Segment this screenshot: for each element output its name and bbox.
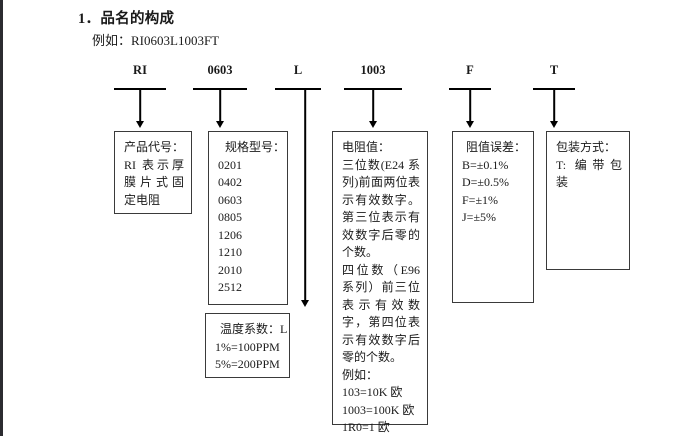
size-model-item-1206: 1206: [218, 227, 242, 242]
connector-arrow-l: [301, 300, 309, 307]
temp-coefficient-heading: 温度系数：L: [220, 322, 288, 336]
product-code-line-2: 膜片式固: [124, 175, 184, 189]
size-model-item-0805: 0805: [218, 210, 242, 224]
code-label-1003: 1003: [360, 63, 386, 77]
tolerance-line-f: F=±1%: [462, 192, 499, 207]
packaging-line-2: 装: [556, 175, 569, 189]
box-packaging: 包装方式： T: 编带包 装: [546, 131, 630, 270]
connector-arrow-t: [550, 121, 558, 128]
box-resistance-value: 电阻值： 三位数(E24 系列)前面两位表示有效数字。第三位表示有效数字后零的个…: [332, 131, 428, 434]
packaging-heading: 包装方式：: [556, 140, 617, 154]
connector-arrow-ri: [136, 121, 144, 128]
product-code-line-3: 定电阻: [124, 192, 161, 207]
tolerance-heading: 阻值误差：: [466, 140, 527, 154]
connector-stem-0603: [219, 88, 221, 124]
page-left-edge: [0, 0, 3, 436]
connector-stem-t: [553, 88, 555, 124]
size-model-item-2512: 2512: [218, 280, 242, 294]
example-part-number: 例如：RI0603L1003FT: [92, 33, 220, 48]
code-label-0603: 0603: [207, 63, 233, 77]
temp-coefficient-line-2: 5%=200PPM: [215, 357, 280, 371]
tolerance-line-b: B=±0.1%: [462, 157, 509, 172]
connector-stem-l: [304, 88, 306, 302]
box-product-code: 产品代号： RI 表示厚 膜片式固 定电阻: [114, 131, 192, 214]
code-label-l: L: [293, 63, 303, 77]
size-model-item-1210: 1210: [218, 245, 242, 259]
box-tolerance: 阻值误差： B=±0.1% D=±0.5% F=±1% J=±5%: [452, 131, 534, 303]
connector-arrow-f: [466, 121, 474, 128]
resistance-example-1: 103=10K 欧: [342, 385, 403, 399]
size-model-heading: 规格型号：: [225, 140, 286, 154]
resistance-heading: 电阻值：: [342, 140, 391, 154]
resistance-example-heading: 例如：: [342, 367, 379, 382]
product-code-heading: 产品代号：: [124, 140, 185, 154]
product-code-line-1: RI 表示厚: [124, 157, 184, 172]
box-temperature-coefficient: 温度系数：L 1%=100PPM 5%=200PPM: [205, 313, 290, 378]
size-model-item-0603: 0603: [218, 192, 242, 207]
resistance-paragraph-2: 四位数（E96 系列）前三位表示有效数字，第四位表示有效数字后零的个数。: [342, 262, 420, 365]
size-model-item-0201: 0201: [218, 157, 242, 172]
connector-stem-f: [469, 88, 471, 124]
code-label-f: F: [466, 63, 474, 77]
connector-arrow-1003: [369, 121, 377, 128]
connector-arrow-0603: [216, 121, 224, 128]
tolerance-line-j: J=±5%: [462, 210, 497, 224]
connector-stem-ri: [139, 88, 141, 124]
box-size-model: 规格型号： 0201 0402 0603 0805 1206 1210 2010…: [208, 131, 288, 305]
resistance-example-3: 1R0=1 欧: [342, 420, 390, 434]
size-model-item-0402: 0402: [218, 175, 242, 189]
temp-coefficient-line-1: 1%=100PPM: [215, 339, 280, 354]
resistance-example-2: 1003=100K 欧: [342, 402, 415, 417]
tolerance-line-d: D=±0.5%: [462, 175, 510, 189]
page-title: 1．品名的构成: [78, 11, 175, 27]
code-label-t: T: [549, 63, 559, 77]
connector-stem-1003: [372, 88, 374, 124]
code-label-ri: RI: [133, 63, 147, 77]
size-model-item-2010: 2010: [218, 262, 242, 277]
packaging-line-1: T: 编带包: [556, 157, 622, 172]
connector-elbow-l: [298, 88, 306, 90]
resistance-paragraph-1: 三位数(E24 系列)前面两位表示有效数字。第三位表示有效数字后零的个数。: [342, 157, 420, 260]
